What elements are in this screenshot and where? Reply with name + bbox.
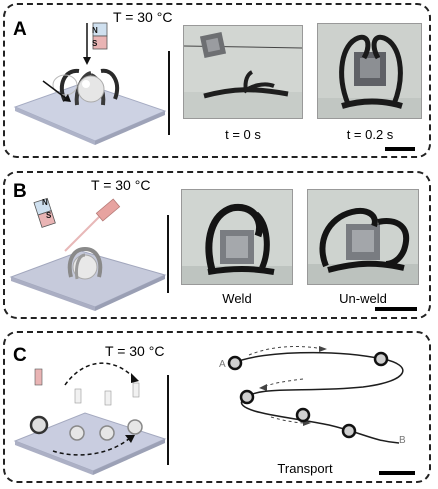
magnet-s-label-a: S: [92, 39, 98, 48]
schematic-b: [9, 197, 167, 311]
caption-c-transport: Transport: [277, 461, 333, 476]
panel-label-a: A: [13, 19, 27, 40]
point-b-label: B: [399, 435, 406, 446]
caption-a-t02: t = 0.2 s: [346, 127, 394, 142]
panel-b: B T = 30 °C: [3, 171, 431, 319]
photo-b-weld: [181, 189, 293, 285]
magnet-n-label-a: N: [92, 26, 98, 35]
panel-label-b: B: [13, 181, 27, 202]
separator-a: [168, 51, 170, 135]
panel-a: A T = 30 °C: [3, 3, 431, 158]
photo-a-t02: [317, 23, 422, 119]
schematic-a: [13, 22, 167, 145]
separator-b: [167, 215, 169, 293]
caption-a-t0: t = 0 s: [225, 127, 261, 142]
magnet-n-label-b: N: [42, 198, 48, 207]
scale-bar-b: [375, 307, 417, 311]
scale-bar-a: [385, 147, 415, 151]
caption-b-unweld: Un-weld: [339, 291, 387, 306]
photo-a-t0: [183, 25, 303, 119]
magnet-s-label-b: S: [46, 211, 52, 220]
separator-c: [167, 375, 169, 465]
point-a-label: A: [219, 359, 226, 370]
temperature-label-a: T = 30 °C: [113, 9, 173, 25]
schematic-c: [13, 362, 167, 475]
caption-b-weld: Weld: [222, 291, 252, 306]
temperature-label-b: T = 30 °C: [91, 177, 151, 193]
temperature-label-c: T = 30 °C: [105, 343, 165, 359]
photo-b-unweld: [307, 189, 419, 285]
scale-bar-c: [379, 471, 415, 475]
photo-c-transport: A B: [173, 341, 423, 453]
panel-label-c: C: [13, 345, 27, 366]
panel-c: C T = 30 °C: [3, 331, 431, 483]
